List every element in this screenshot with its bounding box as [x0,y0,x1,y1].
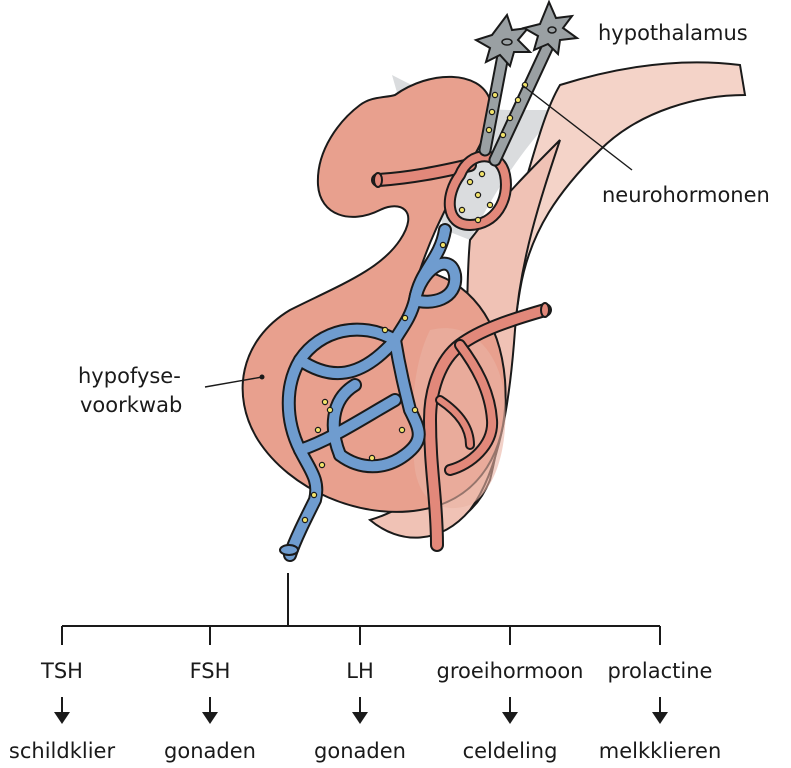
arrow-down-icon [202,712,218,724]
hormone-name: TSH [40,659,83,683]
hormone-column-lh: LH gonaden [314,659,406,763]
arrow-down-icon [352,712,368,724]
hormone-name: LH [346,659,374,683]
hormone-column-groeihormoon: groeihormoon celdeling [437,659,584,763]
hypofyse-pointer [204,376,263,388]
hormone-tree [61,573,661,645]
primary-capillary-plexus [443,150,512,232]
neuron-cell-2 [521,0,580,57]
hormone-column-prolactine: prolactine melkklieren [599,659,722,763]
portal-vessels [279,223,463,562]
hormone-target: schildklier [9,739,116,763]
hormone-target: gonaden [314,739,406,763]
label-hypofyse-line1: hypofyse- [78,364,181,388]
hormone-target: celdeling [463,739,558,763]
label-hypofyse-line2: voorkwab [80,393,182,417]
hormone-name: FSH [190,659,231,683]
arrow-down-icon [54,712,70,724]
hormone-column-tsh: TSH schildklier [9,659,116,763]
label-hypothalamus: hypothalamus [598,21,748,45]
artery [371,158,552,552]
hormone-name: groeihormoon [437,659,584,683]
hormone-column-fsh: FSH gonaden [164,659,256,763]
arrow-down-icon [502,712,518,724]
neurohormonen-pointer [521,84,633,171]
label-neurohormonen: neurohormonen [602,183,770,207]
hormone-name: prolactine [608,659,713,683]
hormone-target: melkklieren [599,739,722,763]
neurohormone-granules [301,81,529,524]
hormone-target: gonaden [164,739,256,763]
arrow-down-icon [652,712,668,724]
